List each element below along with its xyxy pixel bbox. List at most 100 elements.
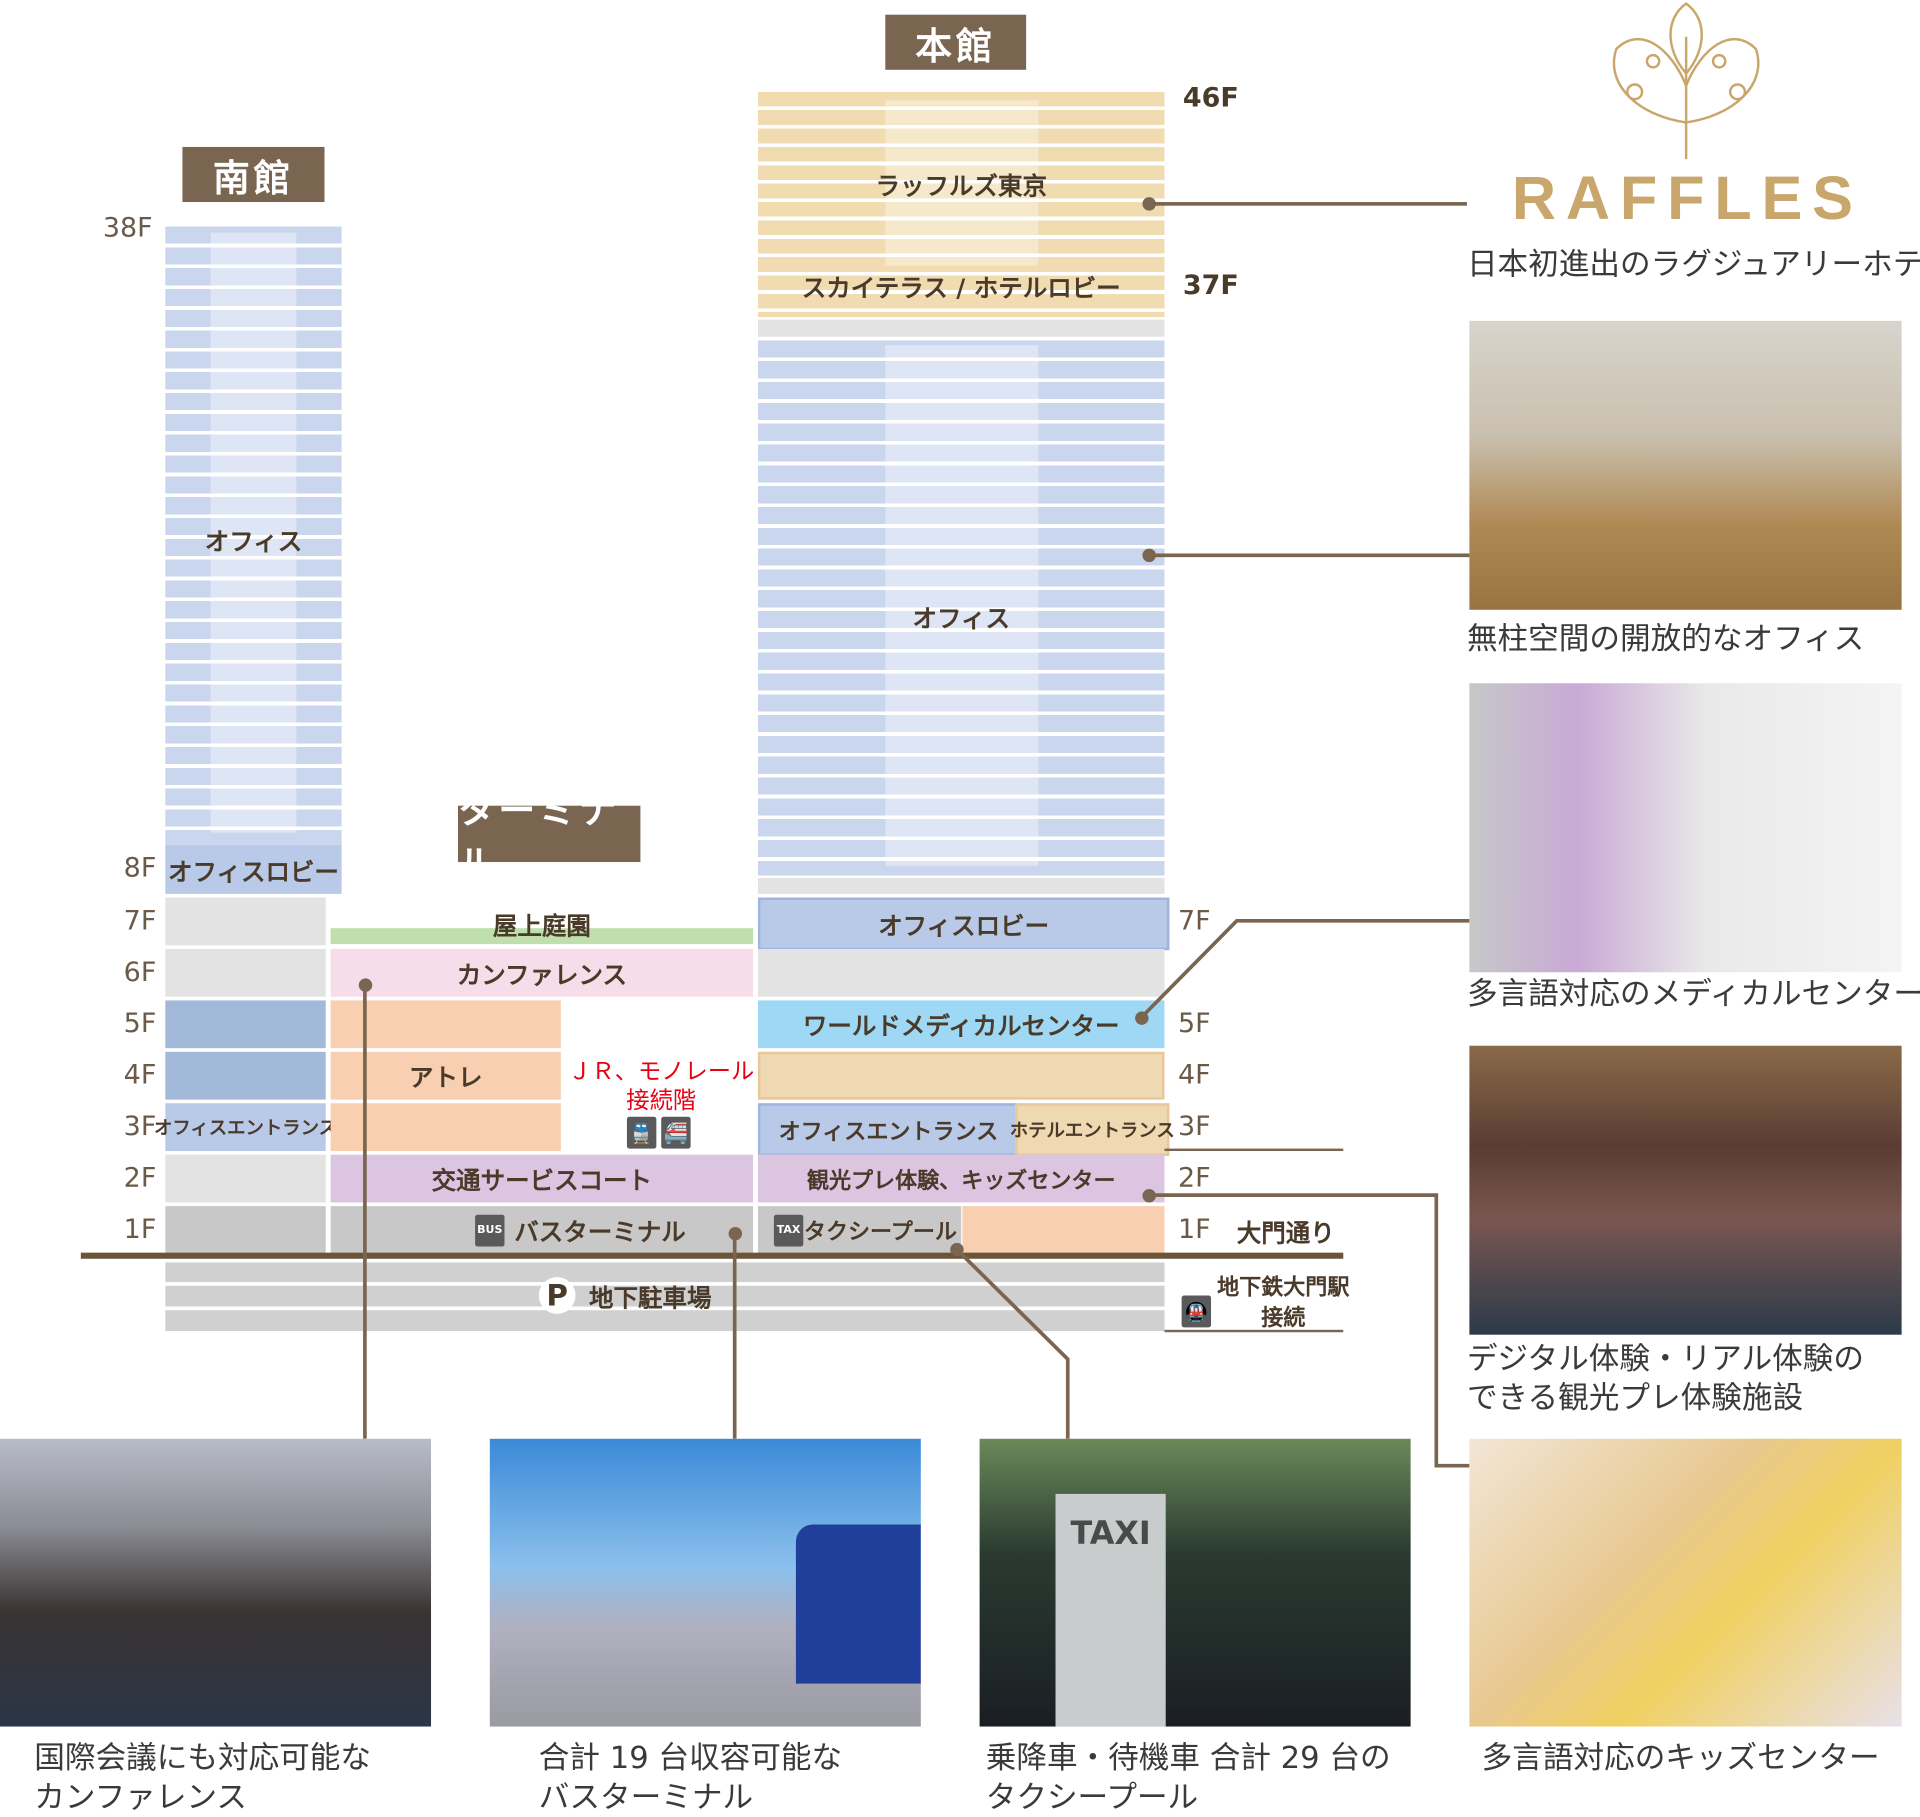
taxi-caption-2: タクシープール: [985, 1779, 1199, 1815]
bus-terminal-photo: [489, 1438, 921, 1727]
raffles-logo: RAFFLES: [1511, 164, 1863, 233]
bus-caption-2: バスターミナル: [538, 1779, 754, 1815]
mech-floor-upper: [757, 319, 1165, 337]
metro-level-line: [1164, 1329, 1344, 1333]
main-office-entrance: オフィスエントランス: [757, 1103, 1019, 1156]
basement-b3: [165, 1310, 1165, 1332]
south-core: [210, 232, 297, 833]
raffles-connector: [1148, 202, 1467, 206]
parking-label: 地下駐車場: [588, 1282, 712, 1313]
taxi-pool-label: タクシープール: [803, 1218, 957, 1245]
floor-3f-right: 3F: [1177, 1111, 1211, 1143]
taxi-caption-1: 乗降車・待機車 合計 29 台の: [985, 1740, 1391, 1776]
rooftop-garden-label: 屋上庭園: [492, 910, 591, 940]
south-4f: [165, 1051, 326, 1100]
raffles-tree-logo-icon: [1612, 2, 1760, 160]
floor-5f: 5F: [123, 1008, 157, 1040]
tourism-dot: [1142, 1188, 1156, 1203]
basement-b2: [165, 1285, 1165, 1307]
floor-4f-right: 4F: [1177, 1060, 1211, 1092]
main-1f-retail: [962, 1206, 1165, 1254]
raffles-caption: 日本初進出のラグジュアリーホテル: [1466, 246, 1920, 282]
taxi-dot: [950, 1242, 964, 1257]
conference-floor: カンファレンス: [330, 948, 754, 997]
floor-7f-right: 7F: [1177, 906, 1211, 937]
sky-terrace-label: スカイテラス / ホテルロビー: [801, 272, 1121, 302]
conference-caption-2: カンファレンス: [34, 1779, 248, 1815]
main-building-label: 本館: [885, 14, 1027, 70]
floor-6f: 6F: [123, 957, 157, 989]
tourism-photo: [1469, 1045, 1902, 1335]
metro-connection-sub: 接続: [1261, 1305, 1306, 1332]
atre-4f: アトレ: [330, 1051, 561, 1100]
office-connector: [1148, 553, 1470, 558]
south-2f: [165, 1154, 326, 1203]
train-icon: 🚆: [626, 1116, 657, 1149]
hotel-entrance: ホテルエントランス: [1010, 1103, 1175, 1156]
south-office-floors: [165, 226, 342, 845]
south-5f: [165, 1000, 326, 1049]
raffles-tokyo-label: ラッフルズ東京: [875, 170, 1047, 201]
transport-service-court: 交通サービスコート: [330, 1154, 754, 1203]
hotel-core: [885, 100, 1039, 266]
tourism-caption-2: できる観光プレ体験施設: [1466, 1380, 1804, 1416]
floor-1f-right: 1F: [1177, 1214, 1211, 1246]
main-office-lobby: オフィスロビー: [757, 897, 1170, 951]
floor-2f: 2F: [123, 1163, 157, 1194]
conference-dot: [358, 978, 373, 992]
floor-8f: 8F: [123, 853, 157, 885]
conference-photo: [0, 1438, 432, 1727]
jr-connection-label: ＪＲ、モノレール: [568, 1057, 755, 1085]
terminal-label: ターミナル: [457, 790, 641, 887]
floor-3f: 3F: [123, 1111, 157, 1143]
south-lobby: オフィスロビー: [165, 844, 342, 894]
floor-4f: 4F: [123, 1060, 157, 1092]
bus-terminal-label: バスターミナル: [514, 1217, 686, 1247]
floor-38f: 38F: [102, 213, 153, 244]
taxi-pool-photo: TAXI: [979, 1438, 1411, 1727]
world-medical-center: ワールドメディカルセンター: [757, 1000, 1165, 1049]
bus-caption-1: 合計 19 台収容可能な: [538, 1740, 843, 1776]
mech-floor-lower: [757, 877, 1165, 894]
south-7f: [165, 897, 326, 946]
south-office-label: オフィス: [204, 525, 303, 556]
south-6f: [165, 948, 326, 997]
floor-5f-right: 5F: [1177, 1008, 1211, 1040]
main-4f: [757, 1051, 1165, 1100]
metro-icon: 🚇: [1181, 1295, 1212, 1328]
3f-level-line: [1164, 1148, 1344, 1152]
office-caption: 無柱空間の開放的なオフィス: [1466, 620, 1865, 657]
main-office-label: オフィス: [912, 603, 1010, 633]
south-building-label: 南館: [182, 146, 325, 203]
floor-37f: 37F: [1182, 270, 1239, 302]
kids-center-photo: [1469, 1438, 1902, 1727]
floor-7f: 7F: [123, 906, 157, 937]
medical-caption: 多言語対応のメディカルセンター: [1466, 975, 1920, 1012]
jr-connection-floor: 接続階: [626, 1086, 697, 1114]
kids-caption: 多言語対応のキッズセンター: [1481, 1740, 1880, 1776]
ground-line: [80, 1252, 1344, 1259]
monorail-icon: 🚝: [661, 1116, 691, 1149]
taxi-icon: TAX: [773, 1214, 804, 1247]
bus-terminal-floor: [330, 1206, 754, 1254]
floor-1f: 1F: [123, 1214, 157, 1246]
rooftop-garden: [330, 928, 754, 945]
south-1f: [165, 1206, 326, 1254]
metro-connection-label: 地下鉄大門駅: [1217, 1274, 1350, 1301]
bus-shape: [795, 1524, 921, 1684]
tourism-kids-center: 観光プレ体験、キッズセンター: [757, 1154, 1165, 1203]
main-core: [885, 345, 1039, 866]
bus-icon: BUS: [475, 1214, 505, 1247]
floor-2f-right: 2F: [1177, 1163, 1211, 1194]
main-office-floors: [757, 340, 1165, 876]
main-6f: [757, 948, 1165, 997]
medical-photo: [1469, 683, 1902, 973]
conference-caption-1: 国際会議にも対応可能な: [34, 1740, 372, 1776]
south-entrance: オフィスエントランス: [154, 1103, 337, 1152]
atre-3f: [330, 1103, 561, 1152]
daimon-street-label: 大門通り: [1236, 1217, 1335, 1248]
taxi-sign: TAXI: [1055, 1493, 1166, 1727]
atre-5f: [330, 1000, 561, 1049]
parking-icon: P: [538, 1277, 576, 1314]
